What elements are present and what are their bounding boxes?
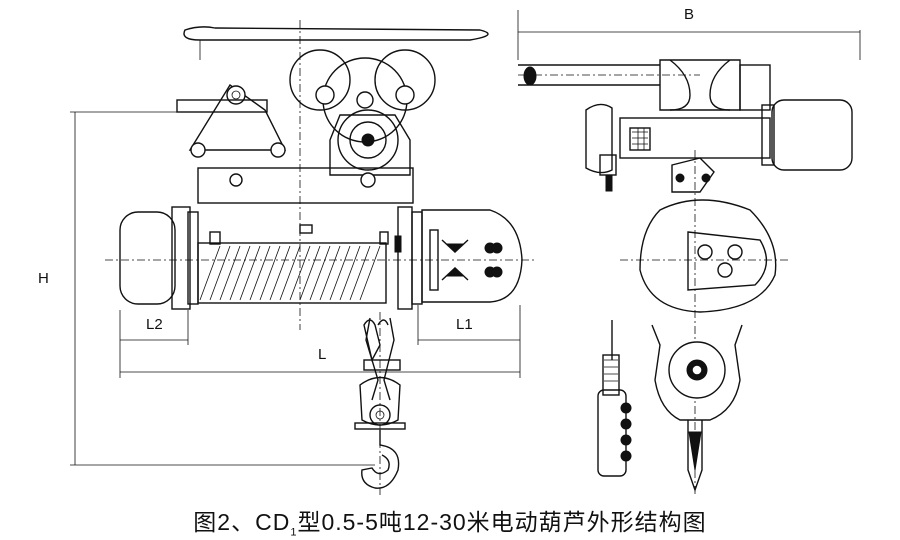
dimension-label-l1: L1	[456, 316, 473, 333]
caption-suffix: 型0.5-5吨12-30米电动葫芦外形结构图	[297, 509, 707, 535]
gearbox	[397, 206, 523, 310]
left-motor	[119, 206, 199, 310]
wire-drum	[105, 224, 535, 304]
dimension-label-b: B	[684, 6, 695, 23]
side-view	[517, 10, 861, 495]
dimension-label-h: H	[38, 270, 49, 287]
drum-side	[620, 150, 790, 495]
front-hook	[354, 312, 406, 495]
caption-prefix: 图2、CD	[193, 509, 291, 535]
i-beam-rail	[183, 26, 489, 41]
front-view	[70, 20, 535, 495]
left-trolley	[188, 83, 287, 151]
hoist-drawing	[70, 10, 861, 495]
figure-caption: 图2、CD1型0.5-5吨12-30米电动葫芦外形结构图	[0, 503, 900, 539]
dimension-lines	[70, 111, 521, 466]
trolley-wheels	[289, 49, 436, 188]
side-hook	[651, 324, 743, 493]
pendant-control	[597, 320, 632, 477]
dimension-label-l2: L2	[146, 316, 163, 333]
caption-subscript: 1	[290, 526, 298, 539]
dimension-label-l: L	[318, 346, 327, 363]
